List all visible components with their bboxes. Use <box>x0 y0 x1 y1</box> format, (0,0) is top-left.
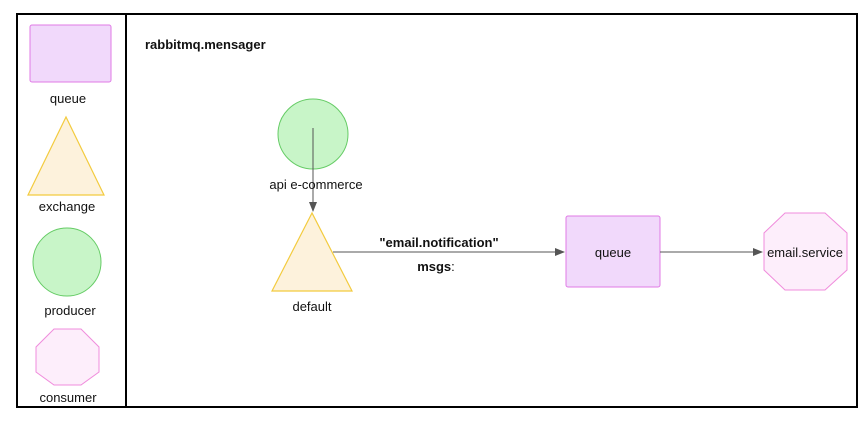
msgs-colon: : <box>451 259 455 274</box>
producer-label: api e-commerce <box>269 177 363 192</box>
legend-divider <box>125 13 127 408</box>
queue-label: queue <box>594 245 632 260</box>
diagram-frame <box>16 13 858 408</box>
legend-queue-label: queue <box>49 91 87 106</box>
diagram-title: rabbitmq.mensager <box>145 37 266 52</box>
legend-producer-label: producer <box>44 303 96 318</box>
exchange-node[interactable] <box>271 211 353 292</box>
legend-consumer-label: consumer <box>39 390 97 405</box>
legend-exchange-shape <box>27 115 105 196</box>
legend-exchange-label: exchange <box>38 199 96 214</box>
msgs-edge-label: msgs: <box>417 259 455 274</box>
legend-producer-shape <box>32 227 102 297</box>
legend-queue-shape <box>29 24 112 83</box>
consumer-node[interactable] <box>763 212 848 291</box>
exchange-label: default <box>292 299 332 314</box>
consumer-label: email.service <box>767 245 843 260</box>
msgs-label: msgs <box>417 259 452 274</box>
legend-consumer-shape <box>35 328 100 386</box>
routing-key-label: "email.notification" <box>379 235 499 250</box>
